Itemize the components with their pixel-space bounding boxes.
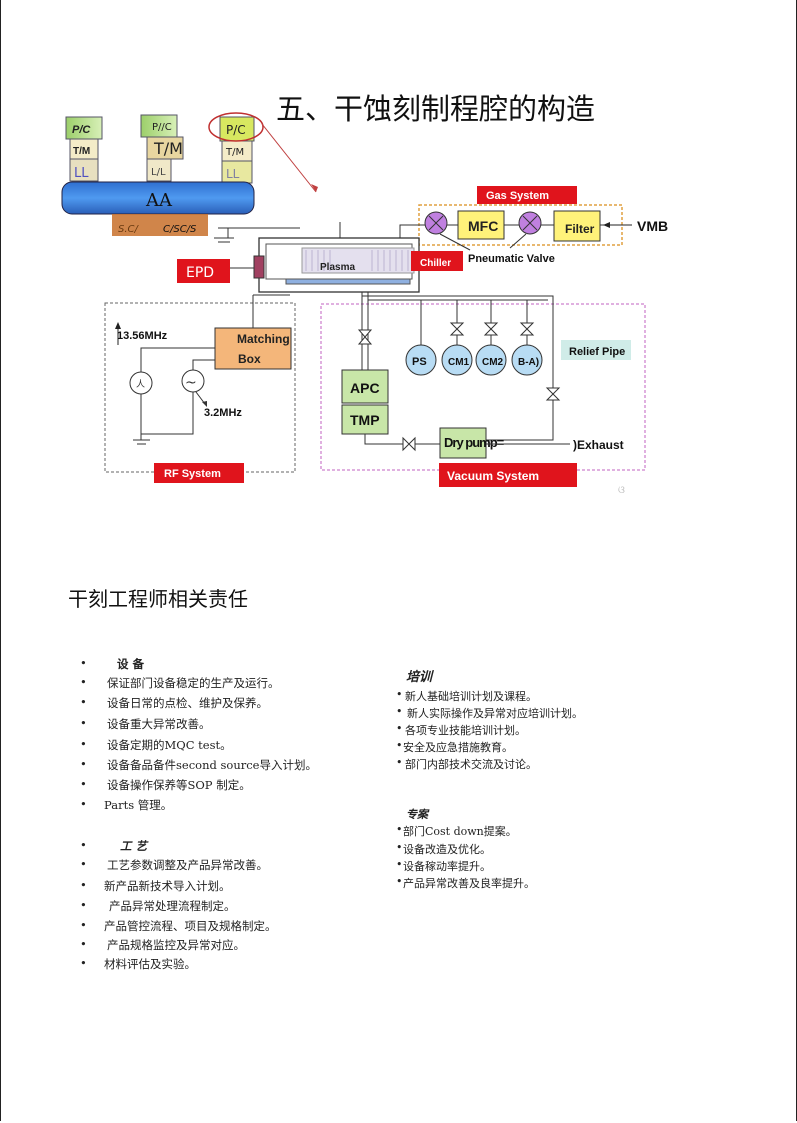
plasma-label: Plasma xyxy=(320,262,355,273)
section-heading: 干刻工程师相关责任 xyxy=(68,587,248,611)
freq-3-label: 3.2MHz xyxy=(204,407,242,419)
epd-label: EPD xyxy=(186,265,214,281)
dry-pump-label: Dry pump= xyxy=(444,435,505,450)
module-3-bot-label: LL xyxy=(226,167,240,181)
cm2-label: CM2 xyxy=(482,357,504,368)
freq-13-label: 13.56MHz xyxy=(117,330,168,342)
svg-text:ଓ: ଓ xyxy=(618,485,625,496)
exhaust-label: )Exhaust xyxy=(573,438,624,452)
module-2-top-label: P//C xyxy=(152,122,172,133)
module-3-top-label: P/C xyxy=(226,123,246,137)
base-label-1: S.C/ xyxy=(118,224,140,235)
cm1-label: CM1 xyxy=(448,357,470,368)
vacuum-system-label: Vacuum System xyxy=(447,469,539,483)
vmb-label: VMB xyxy=(637,218,668,234)
module-2-bot-label: L/L xyxy=(151,167,166,178)
page-title: 五、干蚀刻制程腔的构造 xyxy=(276,92,596,126)
module-3-mid-label: T/M xyxy=(225,147,244,158)
pneumatic-valve-label: Pneumatic Valve xyxy=(468,253,555,265)
module-1-top-label: P/C xyxy=(72,124,91,136)
ba-label: B-A) xyxy=(518,357,539,368)
mfc-label: MFC xyxy=(468,218,498,234)
base-label-2: C/SC/S xyxy=(163,224,197,235)
svg-text:~: ~ xyxy=(185,375,197,391)
apc-label: APC xyxy=(350,380,380,396)
box-label: Box xyxy=(238,352,261,366)
etch-chamber-diagram: P/C T/M LL P//C T/M L/L P/C T/M LL AA S.… xyxy=(61,112,668,496)
cluster-tool xyxy=(61,112,318,236)
projects-group-title: 专案 xyxy=(406,808,428,821)
tmp-label: TMP xyxy=(350,412,380,428)
svg-text:人: 人 xyxy=(136,379,145,390)
gas-system-label-box xyxy=(477,186,577,204)
module-1-mid-label: T/M xyxy=(73,146,90,157)
filter-label: Filter xyxy=(565,222,595,236)
gas-system-label: Gas System xyxy=(486,190,549,202)
relief-pipe-label: Relief Pipe xyxy=(569,346,625,358)
module-1-bot-label: LL xyxy=(74,166,89,181)
transfer-label: AA xyxy=(145,190,173,211)
matching-label: Matching xyxy=(237,332,290,346)
ps-label: PS xyxy=(412,356,427,368)
training-group-title: 培训 xyxy=(406,670,433,685)
chiller-label: Chiller xyxy=(420,258,451,269)
rf-system-label: RF System xyxy=(164,468,221,480)
module-2-mid-label: T/M xyxy=(153,139,183,158)
